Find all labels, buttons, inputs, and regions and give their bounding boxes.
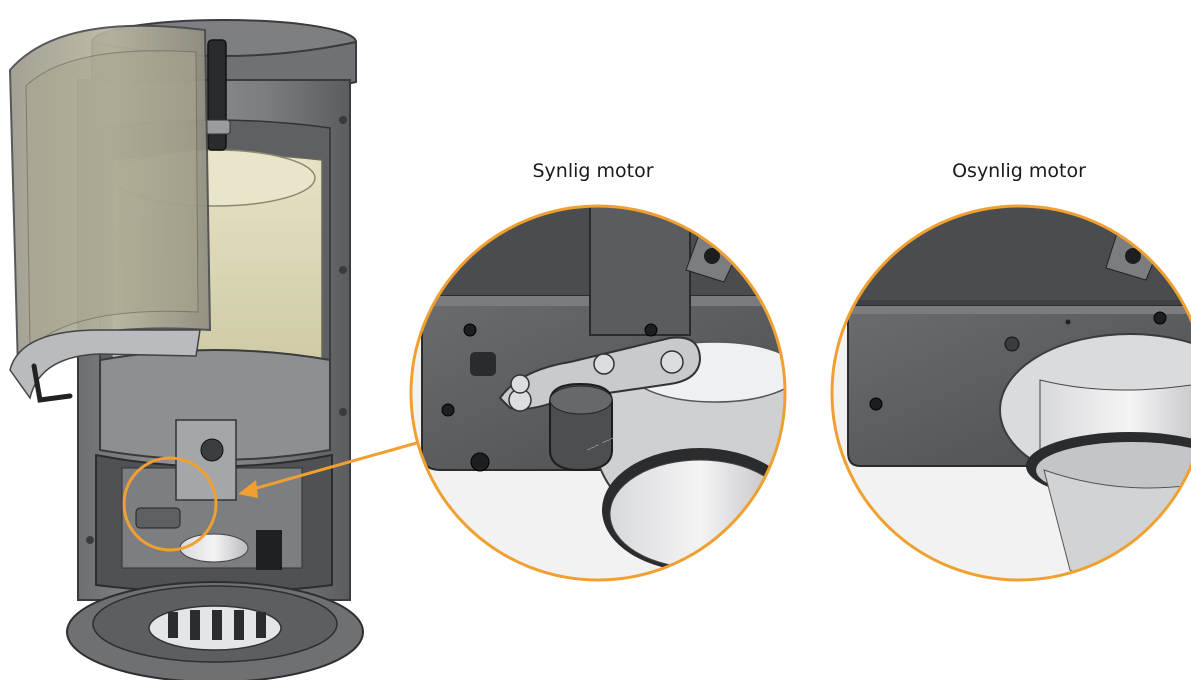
callout-arrow (238, 440, 421, 498)
zoom-visible-motor: ~~~ ~~~ (409, 204, 787, 582)
stove-illustration (8, 19, 364, 680)
visible-motor-label: Synlig motor (532, 160, 654, 182)
zoom-hidden-motor (830, 204, 1191, 582)
motor-highlight-ring (122, 456, 218, 552)
hidden-motor-label: Osynlig motor (952, 160, 1086, 182)
